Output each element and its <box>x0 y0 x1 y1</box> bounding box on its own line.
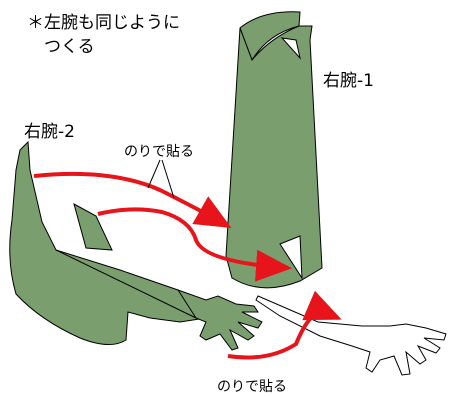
right-arm-1-top-slit <box>280 37 301 60</box>
right-arm-1-label: 右腕-1 <box>323 71 374 91</box>
right-arm-2-part <box>9 140 263 351</box>
right-arm-1-top-flap <box>239 11 301 62</box>
glue-arrow-bottom <box>227 290 342 360</box>
glue-label-lower: のりで貼る <box>217 379 287 395</box>
note-line-1: ＊左腕も同じように <box>27 13 180 33</box>
outline-arm-reference <box>255 295 447 376</box>
right-arm-1-body <box>225 25 323 289</box>
right-arm-2-tab <box>73 202 113 251</box>
note-line-2: つくる <box>44 37 95 57</box>
outline-forearm <box>255 295 447 376</box>
glue-label-upper: のりで貼る <box>124 144 194 160</box>
glue-label-leader-2 <box>161 159 175 199</box>
glue-arrow-middle <box>97 207 292 282</box>
right-arm-2-label: 右腕-2 <box>24 122 75 142</box>
right-arm-2-hand <box>176 289 263 351</box>
glue-label-leader-1 <box>147 159 161 189</box>
right-arm-2-fold-line <box>55 249 197 319</box>
glue-arrow-top <box>33 171 232 228</box>
right-arm-1-part <box>225 11 323 289</box>
